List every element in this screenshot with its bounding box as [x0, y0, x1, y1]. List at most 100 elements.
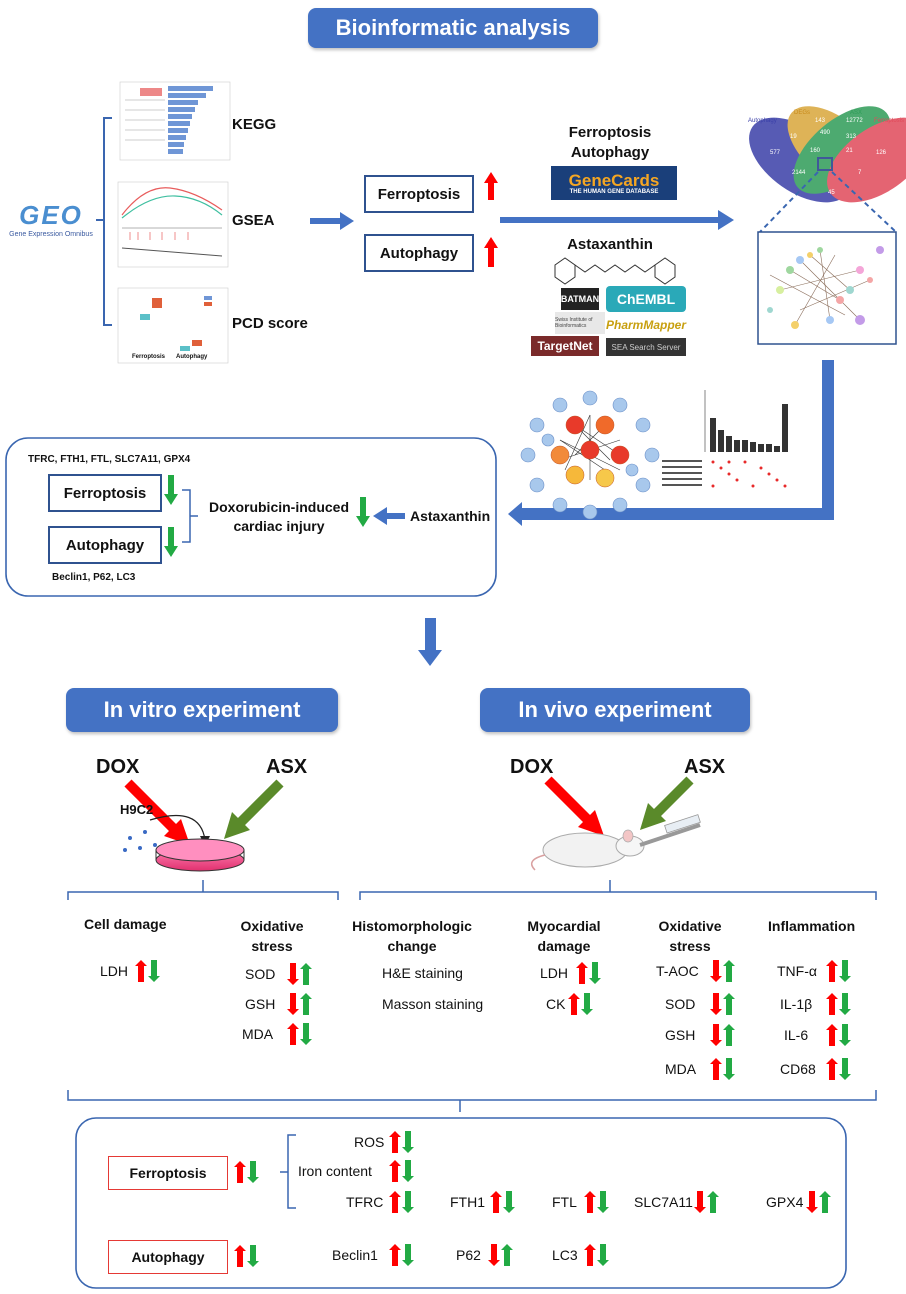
- invivo-dox: DOX: [510, 756, 554, 778]
- bottom-bracket: [280, 1134, 296, 1209]
- db-heading-autophagy: Autophagy: [570, 144, 650, 161]
- h9c2-label: H9C2: [120, 802, 154, 817]
- down-arrow-icon: [710, 993, 722, 1015]
- venn-count: 313: [846, 134, 857, 140]
- gsea-plot-thumbnail: [117, 181, 229, 268]
- invivo-oxidative-heading: Oxidative stress: [658, 918, 722, 954]
- down-arrow-icon: [710, 960, 722, 982]
- autophagy-box-label: Autophagy: [379, 244, 459, 262]
- down-arrow-icon: [247, 1161, 259, 1183]
- banner-title: Bioinformatic analysis: [335, 15, 571, 40]
- invitro-ldh: LDH: [100, 963, 129, 979]
- summary-ferroptosis-label: Ferroptosis: [63, 484, 147, 502]
- summary-astaxanthin-label: Astaxanthin: [410, 508, 491, 524]
- invitro-oxidative-heading: Oxidative stress: [240, 918, 304, 954]
- up-arrow-icon: [710, 1058, 722, 1080]
- up-arrow-icon: [568, 993, 580, 1015]
- venn-count: 21: [846, 148, 853, 154]
- kegg-label: KEGG: [232, 116, 277, 133]
- invivo-il6: IL-6: [784, 1027, 809, 1043]
- invivo-cd68: CD68: [780, 1061, 816, 1077]
- astaxanthin-structure: [554, 257, 676, 285]
- pcd-boxplot-thumbnail: [117, 287, 229, 364]
- arrow-ppi-to-astaxanthin: [508, 360, 834, 526]
- down-arrow-icon: [839, 1024, 851, 1046]
- down-arrow-icon: [488, 1244, 500, 1266]
- ferroptosis-box-label: Ferroptosis: [377, 185, 461, 203]
- venn-count: 490: [820, 130, 831, 136]
- arrow-to-experiments: [418, 618, 442, 666]
- up-arrow-icon: [389, 1244, 401, 1266]
- chembl-logo: ChEMBL: [606, 286, 686, 312]
- invitro-sod: SOD: [245, 966, 276, 982]
- invitro-bracket: [67, 880, 339, 900]
- mouse-illustration: [530, 814, 701, 871]
- summary-autophagy-label: Autophagy: [65, 536, 145, 554]
- geo-logo-subtitle: Gene Expression Omnibus: [9, 231, 93, 238]
- down-arrow-icon: [402, 1191, 414, 1213]
- geo-logo: GEO Gene Expression Omnibus: [6, 200, 96, 250]
- myocardial-heading: Myocardial damage: [527, 918, 601, 954]
- up-arrow-icon: [389, 1160, 401, 1182]
- venn-count: 126: [876, 150, 887, 156]
- bottom-ftl: FTL: [552, 1194, 577, 1210]
- venn-count: 19: [790, 134, 797, 140]
- invitro-gsh: GSH: [245, 996, 276, 1012]
- invivo-bracket: [359, 880, 877, 900]
- up-arrow-icon: [234, 1161, 246, 1183]
- invivo-tnf: TNF-α: [777, 963, 817, 979]
- bottom-slc7a11: SLC7A11: [634, 1194, 693, 1210]
- geo-bracket: [96, 117, 112, 326]
- down-arrow-icon: [723, 1058, 735, 1080]
- invivo-title: In vivo experiment: [518, 697, 712, 722]
- down-arrow-icon: [402, 1244, 414, 1266]
- down-arrow-icon: [839, 993, 851, 1015]
- up-arrow-icon: [826, 1058, 838, 1080]
- autophagy-box: Autophagy: [364, 234, 474, 272]
- down-arrow-icon: [503, 1191, 515, 1213]
- genecards-name: GeneCards: [568, 170, 660, 190]
- batman-logo: BATMAN: [561, 288, 599, 310]
- sea-label: SEA Search Server: [611, 342, 681, 352]
- bottom-panel: [75, 1117, 847, 1289]
- gsea-label: GSEA: [232, 212, 275, 229]
- inflammation-heading: Inflammation: [768, 918, 856, 934]
- genecards-subtitle: THE HUMAN GENE DATABASE: [569, 188, 659, 195]
- invitro-dox-arrow: [124, 779, 182, 837]
- cell-transfer-arrow: [149, 814, 206, 841]
- petri-dish: [155, 838, 245, 872]
- pcd-score-label: PCD score: [232, 315, 308, 332]
- sib-logo: Swiss Institute of Bioinformatics: [555, 312, 605, 334]
- bottom-ferroptosis-box: Ferroptosis: [108, 1156, 228, 1190]
- arrow-to-venn: [500, 210, 734, 230]
- up-arrow-icon: [300, 963, 312, 985]
- bottom-autophagy-label: Autophagy: [131, 1249, 205, 1265]
- targetnet-label: TargetNet: [537, 339, 593, 353]
- ferroptosis-box: Ferroptosis: [364, 175, 474, 213]
- invitro-banner: In vitro experiment: [66, 688, 338, 732]
- venn-count: 7: [858, 170, 862, 176]
- up-arrow-icon: [826, 1024, 838, 1046]
- summary-ferroptosis-box: Ferroptosis: [48, 474, 162, 512]
- geo-logo-text: GEO: [19, 200, 83, 230]
- bottom-ferroptosis-label: Ferroptosis: [129, 1165, 207, 1181]
- up-arrow-icon: [135, 960, 147, 982]
- down-arrow-icon: [287, 993, 299, 1015]
- up-arrow-icon: [576, 962, 588, 984]
- pharmmapper-logo: PharmMapper: [606, 315, 686, 335]
- venn-count: 2144: [792, 170, 806, 176]
- arrow-to-pathways: [310, 212, 354, 230]
- down-arrow-icon: [581, 993, 593, 1015]
- down-arrow-icon: [402, 1160, 414, 1182]
- ppi-network: [757, 231, 897, 345]
- combined-bracket: [67, 1090, 877, 1112]
- kegg-plot-thumbnail: [119, 81, 231, 161]
- masson-staining: Masson staining: [382, 996, 484, 1012]
- pcd-xlabel-autophagy: Autophagy: [176, 354, 208, 360]
- down-arrow-icon: [806, 1191, 818, 1213]
- h9c2-cells: [123, 830, 157, 852]
- invivo-sod: SOD: [665, 996, 696, 1012]
- up-arrow-icon: [584, 1244, 596, 1266]
- invitro-asx-arrow: [232, 779, 284, 831]
- db-heading-ferroptosis: Ferroptosis: [568, 124, 652, 141]
